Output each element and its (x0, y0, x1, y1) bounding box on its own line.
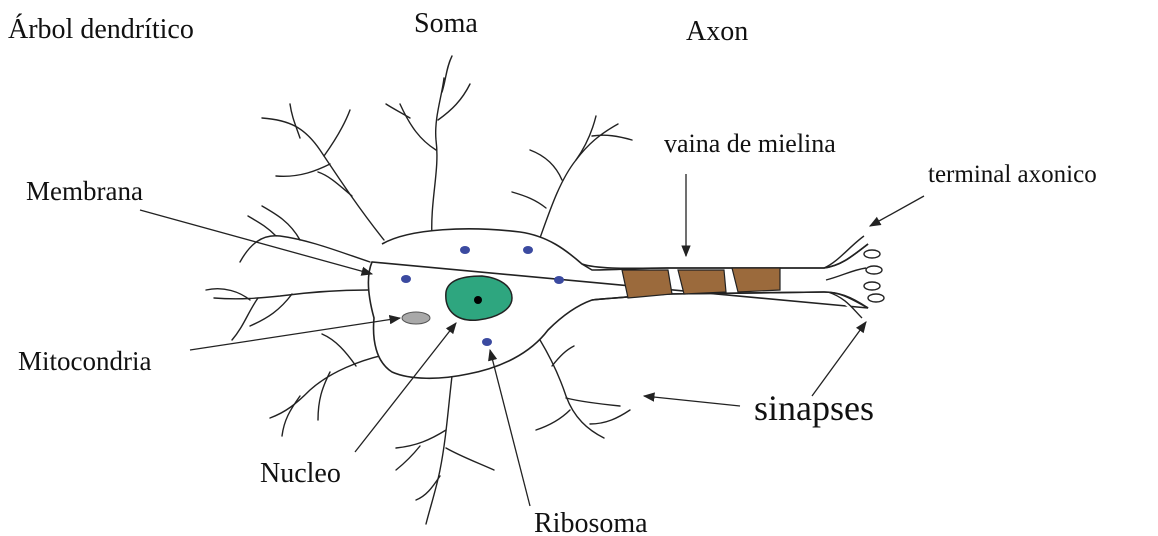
label-sinapses: sinapses (754, 388, 874, 428)
label-axon: Axon (686, 16, 748, 47)
membrana-arrow (140, 210, 372, 274)
sinapses-arrow-2 (812, 322, 866, 396)
label-terminal: terminal axonico (928, 161, 1097, 188)
mitocondria-arrow (190, 318, 400, 350)
mitochondria (402, 312, 430, 324)
label-membrana: Membrana (26, 176, 143, 206)
label-soma: Soma (414, 8, 478, 39)
soma-body (368, 229, 868, 378)
ribosoma-arrow (490, 350, 530, 506)
terminal-arrow (870, 196, 924, 226)
label-mitocondria: Mitocondria (18, 346, 151, 376)
label-nucleo: Nucleo (260, 458, 341, 489)
label-vaina: vaina de mielina (664, 129, 836, 158)
sinapses-arrow (644, 396, 740, 406)
label-arbol: Árbol dendrítico (8, 14, 194, 45)
label-ribosoma: Ribosoma (534, 508, 648, 536)
